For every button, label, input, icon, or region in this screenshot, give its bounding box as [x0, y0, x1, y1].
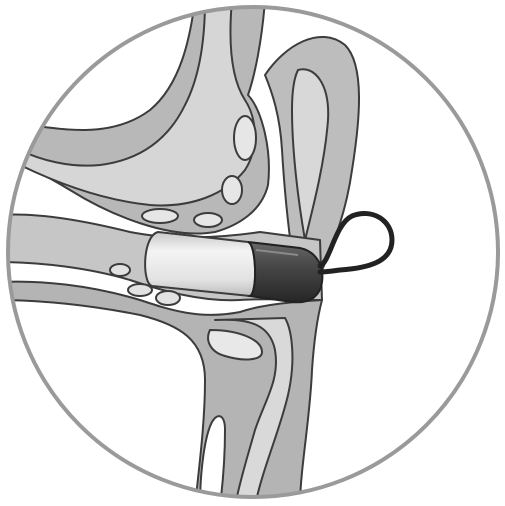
bone-cavity-mid	[222, 176, 242, 204]
middle-ear-ossicle-2	[156, 291, 180, 305]
bone-cavity-upper	[234, 116, 256, 160]
middle-ear-ossicle-1	[128, 284, 152, 296]
bone-cavity-right	[194, 213, 222, 227]
middle-ear-ossicle-3	[110, 264, 130, 276]
bone-cavity-left	[142, 209, 178, 223]
device-body	[145, 232, 255, 296]
